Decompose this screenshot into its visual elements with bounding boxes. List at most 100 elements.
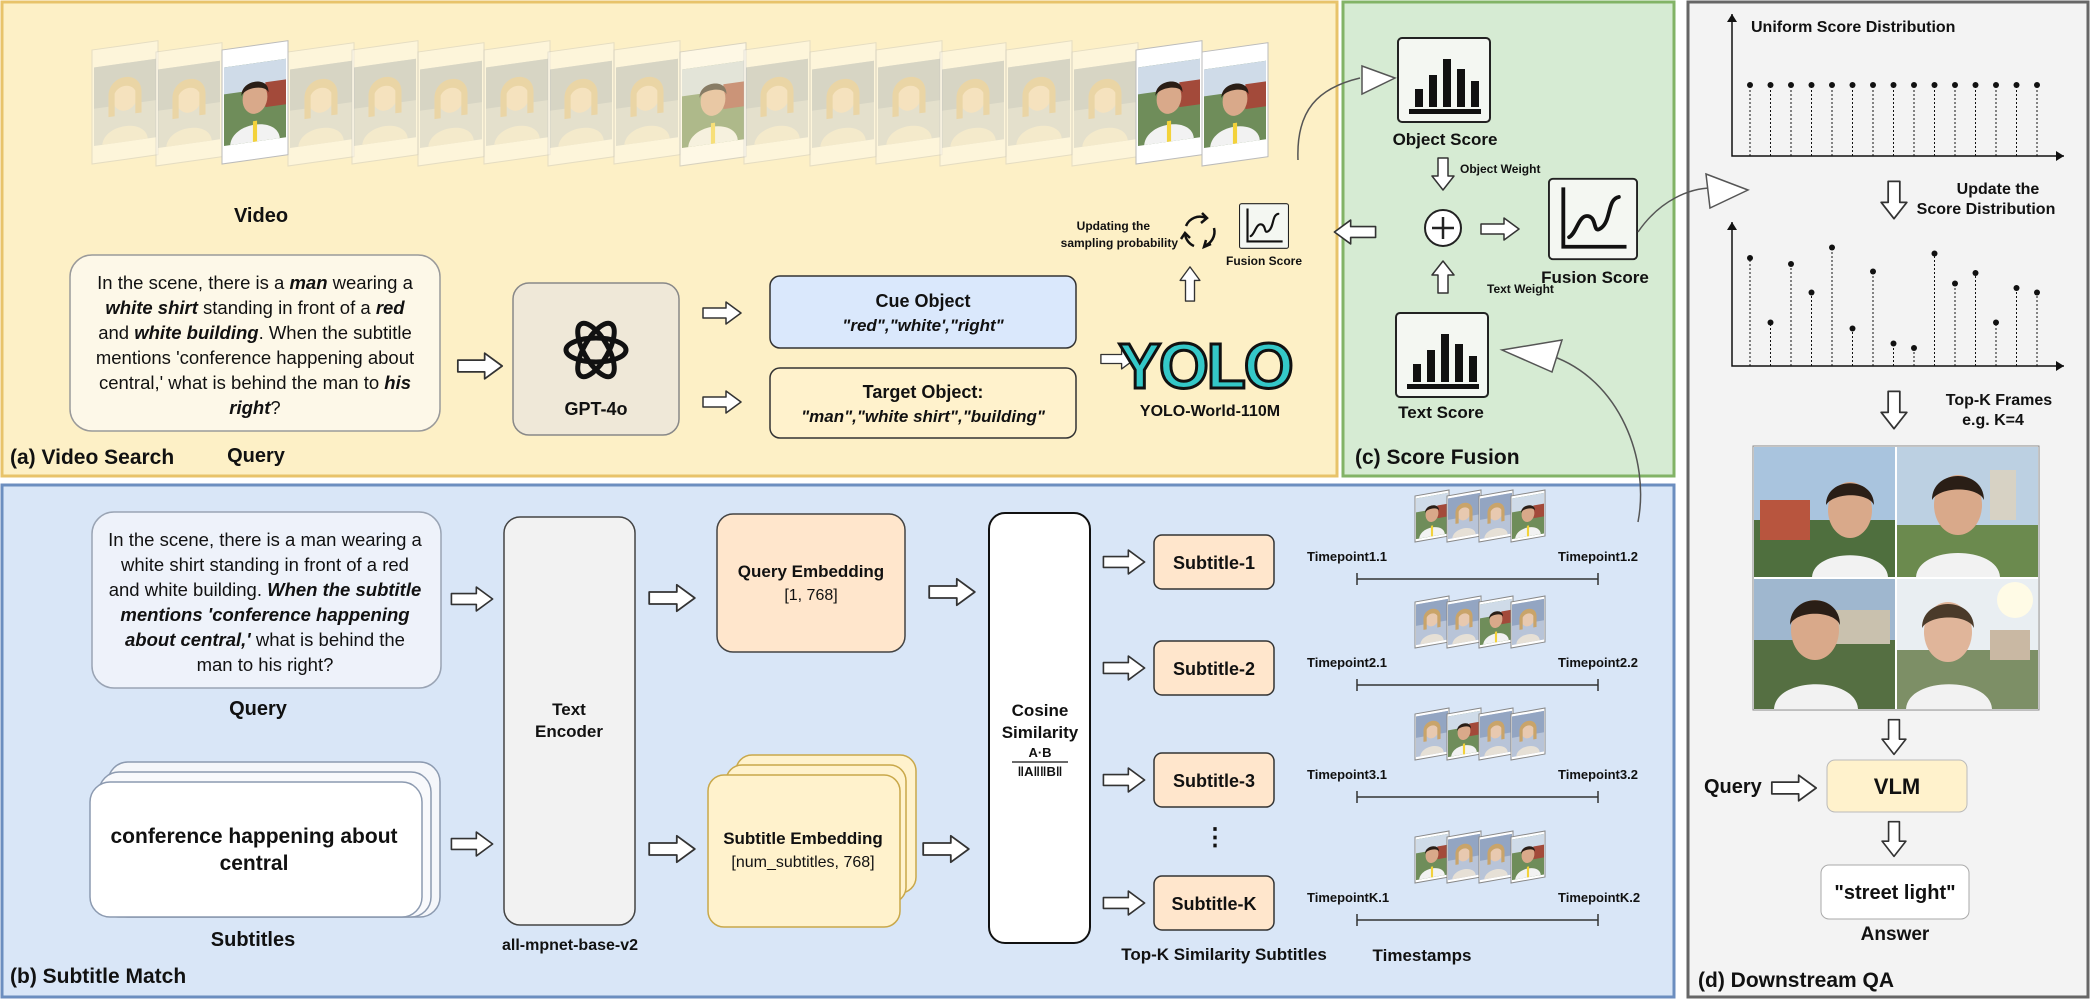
text-encoder-box — [503, 516, 636, 926]
timepoint-start: Timepoint1.1 — [1307, 549, 1387, 564]
cue-object-title: Cue Object — [875, 291, 970, 311]
score-point — [1931, 82, 1938, 88]
subtitle-label: Subtitle-2 — [1173, 659, 1255, 679]
score-point — [1870, 268, 1876, 275]
chart-axis — [1731, 14, 2064, 157]
subtitle-label: Subtitle-1 — [1173, 553, 1255, 573]
query-line: white shirt standing in front of a red — [105, 297, 405, 318]
query-segment: white building — [134, 322, 258, 343]
timepoint-start: Timepoint3.1 — [1307, 767, 1387, 782]
subtitle-embedding-box — [707, 774, 901, 928]
updating-line2: sampling probability — [1061, 236, 1179, 250]
panel-d-label: (d) Downstream QA — [1698, 969, 1894, 992]
video-frame — [939, 42, 1007, 167]
score-point — [1911, 345, 1917, 351]
cue-object-box — [769, 275, 1077, 349]
query-segment: In the scene, there is a man wearing a — [108, 529, 422, 550]
score-point — [2034, 82, 2040, 88]
topk-frame-2 — [1897, 447, 2038, 577]
topk-frame-4 — [1897, 579, 2038, 709]
topk-line2: e.g. K=4 — [1962, 412, 2024, 429]
uniform-distribution-chart — [1727, 14, 2064, 161]
subtitle-frame — [1478, 595, 1514, 649]
query-line: In the scene, there is a man wearing a — [97, 272, 413, 293]
video-frame — [1071, 42, 1139, 167]
query-embedding-box — [716, 513, 906, 653]
chart-axis-arrow-right — [2056, 151, 2064, 161]
subtitle-frame — [1446, 830, 1482, 884]
cosine-similarity-box — [988, 512, 1091, 944]
video-frame — [1201, 42, 1269, 167]
timepoint-end: TimepointK.2 — [1558, 890, 1640, 905]
curved-arrows — [1297, 64, 1750, 523]
score-point — [1849, 325, 1856, 332]
video-label: Video — [234, 205, 288, 227]
query-line: and white building. When the subtitle — [98, 322, 412, 343]
video-frame — [155, 42, 223, 167]
query-embedding-title: Query Embedding — [738, 562, 884, 581]
subtitle-frame — [1510, 489, 1546, 543]
subtitle-frame — [1446, 489, 1482, 543]
video-frame — [679, 42, 747, 167]
subtitle-frame — [1510, 707, 1546, 761]
subtitle-box — [1153, 752, 1275, 808]
chart-axis-arrow-right — [2056, 361, 2064, 371]
query-line: mentions 'conference happening — [120, 604, 409, 625]
vlm-label: VLM — [1874, 774, 1920, 799]
refresh-cycle-icon — [1179, 212, 1216, 250]
answer-value: "street light" — [1834, 882, 1955, 904]
score-point — [2013, 82, 2020, 88]
gpt-label: GPT-4o — [564, 399, 627, 419]
topk-frame-1 — [1754, 447, 1895, 577]
panel-a-label: (a) Video Search — [10, 446, 174, 469]
score-point — [1788, 261, 1794, 267]
cue-object-value: "red","white',"right" — [842, 316, 1004, 335]
topk-subtitles-label: Top-K Similarity Subtitles — [1121, 945, 1327, 964]
query-line: about central,' what is behind the — [125, 629, 405, 650]
query-segment: what is behind the — [251, 629, 405, 650]
subtitle-label: Subtitle-K — [1172, 894, 1257, 914]
score-point — [1829, 82, 1835, 88]
subtitle-text-line1: conference happening about — [110, 825, 397, 848]
video-frame — [91, 40, 159, 165]
query-segment: right — [229, 397, 271, 418]
query-line: white shirt standing in front of a red — [120, 554, 409, 575]
score-point — [1849, 82, 1856, 88]
downstream-query-label: Query — [1704, 776, 1763, 798]
query-segment: and — [98, 322, 134, 343]
subtitles-label: Subtitles — [211, 929, 295, 951]
query-segment: white shirt — [105, 297, 198, 318]
query-segment: and white building. — [109, 579, 267, 600]
subtitle-box — [1153, 534, 1275, 590]
query-segment: When the subtitle — [267, 579, 421, 600]
score-point — [1808, 82, 1815, 88]
fusion-score-label: Fusion Score — [1541, 268, 1649, 287]
subtitle-dots: ⋮ — [1203, 824, 1227, 851]
object-weight-label: Object Weight — [1460, 162, 1540, 176]
query-embedding-shape: [1, 768] — [784, 587, 837, 604]
score-point — [1808, 289, 1815, 296]
topk-frame-3 — [1754, 579, 1895, 709]
topk-frames-grid — [1752, 445, 2040, 711]
timepoint-end: Timepoint2.2 — [1558, 655, 1638, 670]
subtitle-frame — [1510, 830, 1546, 884]
yolo-label: YOLO-World-110M — [1140, 403, 1280, 420]
query-segment: wearing a — [328, 272, 414, 293]
score-point — [1952, 82, 1958, 88]
score-point — [1829, 244, 1835, 251]
chart-axis-arrow-up — [1727, 222, 1737, 230]
video-frame — [287, 42, 355, 167]
encoder-line2: Encoder — [535, 722, 603, 741]
subtitle-frame — [1446, 707, 1482, 761]
query-segment: standing in front of a — [198, 297, 376, 318]
score-point — [1890, 340, 1897, 347]
answer-label: Answer — [1861, 924, 1930, 945]
video-frame — [547, 42, 615, 167]
query-line: mentions 'conference happening about — [96, 347, 414, 368]
timepoint-end: Timepoint3.2 — [1558, 767, 1638, 782]
score-point — [2013, 285, 2020, 291]
uniform-title: Uniform Score Distribution — [1751, 19, 1955, 36]
